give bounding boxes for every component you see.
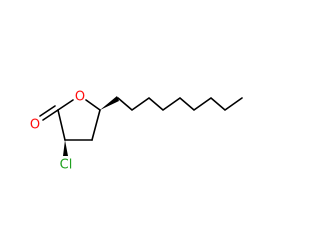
bond-c2-o1 [57,99,74,111]
chlorine-label: Cl [60,158,73,173]
bond-c2-o-carbonyl-1 [42,109,59,121]
molecule-structure: O O Cl [30,90,243,173]
wedge-bond-c3-cl [63,140,68,156]
carbonyl-double-bond [39,105,59,121]
octyl-chain [117,96,243,112]
lactone-ring [57,99,101,141]
bond-c2-o-carbonyl-2 [39,105,56,117]
wedge-bond-c5-chain [100,96,119,110]
bond-c3-c2 [57,109,66,141]
bond-o1-c5 [85,99,101,111]
bond-c5-c4 [91,109,101,141]
carbonyl-oxygen-label: O [30,118,40,133]
ring-oxygen-label: O [75,90,85,105]
